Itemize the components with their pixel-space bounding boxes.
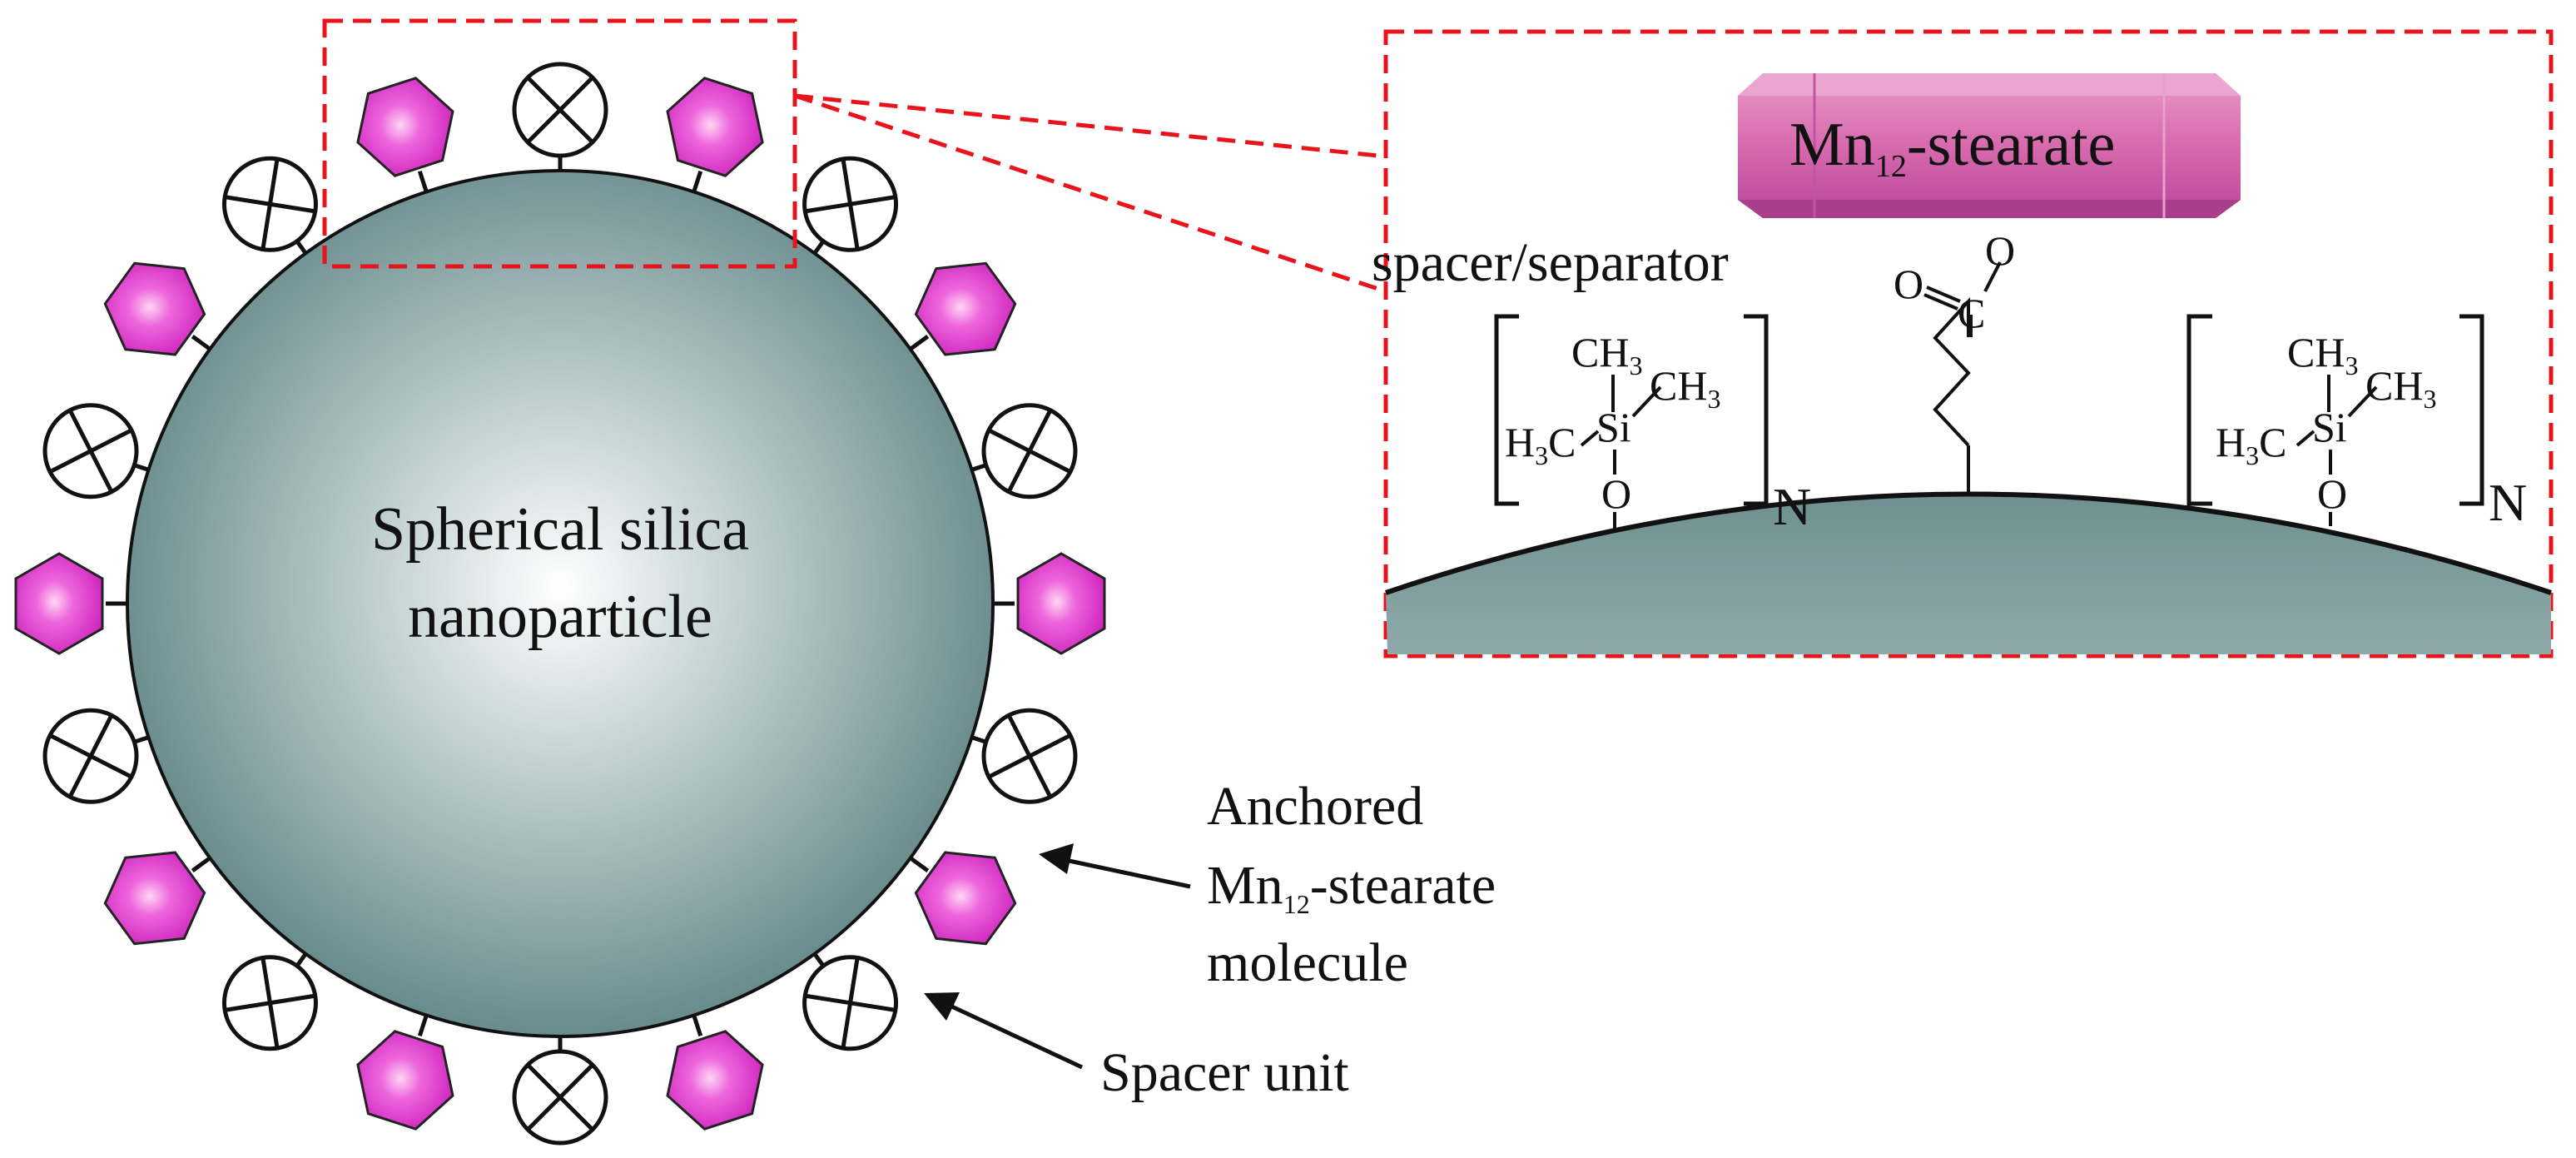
- tms-right-h3c: H3C: [2216, 419, 2286, 470]
- spacer-separator-title: spacer/separator: [1372, 232, 1729, 293]
- legend-anchored-line2: Mn12-stearate: [1207, 855, 1496, 919]
- inset-particle-surface: [1386, 494, 2551, 654]
- spacer-unit-icon: [970, 708, 1078, 804]
- legend-anchored-line1: Anchored: [1207, 776, 1423, 837]
- tms-right-ch3-top: CH3: [2287, 329, 2358, 380]
- carboxyl-oxygen-top: O: [1985, 227, 2015, 274]
- spacer-unit-icon: [42, 403, 150, 499]
- legend-anchored-line3: molecule: [1207, 932, 1408, 993]
- spacer-unit-icon: [221, 952, 318, 1051]
- tms-right-n: N: [2489, 473, 2527, 532]
- callout-source-box: [322, 18, 797, 269]
- particle-attachments: [14, 62, 1106, 1146]
- anchored-molecule-hexagon-icon: [356, 1014, 454, 1131]
- anchored-molecule-hexagon-icon: [909, 851, 1017, 946]
- carboxylate-linker: [1933, 296, 1971, 493]
- anchored-molecule-hexagon-icon: [666, 77, 764, 193]
- carboxyl-oxygen-left: O: [1894, 261, 1923, 307]
- anchored-molecule-hexagon-icon: [103, 851, 211, 946]
- c-o-double-bond-b: [1923, 293, 1958, 311]
- spacer-arrow: [924, 992, 1084, 1070]
- mn12-cluster-label: Mn12-stearate: [1789, 111, 2115, 184]
- particle-label-line1: Spherical silica: [371, 495, 749, 564]
- spacer-unit-icon: [512, 1036, 608, 1146]
- spacer-unit-icon: [970, 403, 1078, 499]
- tms-right-ch3-right: CH3: [2365, 362, 2436, 414]
- anchored-molecule-hexagon-icon: [909, 261, 1017, 356]
- tms-left-h3c: H3C: [1505, 419, 1576, 470]
- particle-label-line2: nanoparticle: [408, 583, 712, 651]
- tms-left-ch3-top: CH3: [1571, 329, 1642, 380]
- spacer-unit-icon: [42, 708, 150, 804]
- tms-left-ch3-right: CH3: [1650, 362, 1720, 414]
- tms-group-left: N CH3 CH3 H3C Si O: [1494, 314, 1811, 536]
- spacer-unit-icon: [512, 62, 608, 171]
- anchored-molecule-hexagon-icon: [356, 77, 454, 193]
- tms-group-right: N CH3 CH3 H3C Si O: [2186, 314, 2527, 532]
- legend-spacer-unit: Spacer unit: [1100, 1042, 1349, 1103]
- tms-left-n: N: [1773, 477, 1811, 536]
- anchored-molecule-hexagon-icon: [993, 552, 1106, 655]
- spacer-unit-icon: [802, 952, 899, 1051]
- spacer-unit-icon: [802, 156, 899, 255]
- c-o-double-bond-a: [1926, 286, 1961, 303]
- silica-nanoparticle: [126, 169, 995, 1038]
- tms-left-o: O: [1601, 470, 1631, 517]
- tms-right-o: O: [2317, 470, 2347, 517]
- anchored-arrow: [1039, 843, 1191, 889]
- mn12-cluster: Mn12-stearate: [1738, 73, 2241, 218]
- c-o-single-bond: [1983, 261, 2002, 292]
- callout-connector-bottom: [794, 93, 1387, 294]
- anchored-molecule-hexagon-icon: [666, 1014, 764, 1131]
- inset-box: [1383, 29, 2554, 659]
- inset-surface-line: [1385, 491, 2552, 595]
- anchored-molecule-hexagon-icon: [14, 552, 127, 655]
- spacer-unit-icon: [221, 156, 318, 255]
- anchored-molecule-hexagon-icon: [103, 261, 211, 356]
- callout-connector-top: [794, 93, 1387, 159]
- carboxyl-carbon: C: [1958, 290, 1985, 336]
